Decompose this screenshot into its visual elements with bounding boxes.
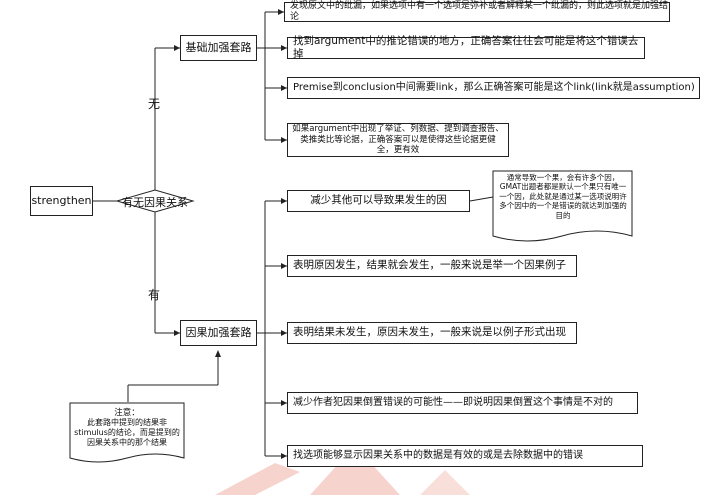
basic-item-3: Premise到conclusion中间需要link，那么正确答案可能是这个li… <box>287 77 700 99</box>
causal-item-3: 表明结果未发生，原因未发生，一般来说是以例子形式出现 <box>287 322 577 344</box>
causal-item-2: 表明原因发生，结果就会发生，一般来说是举一个因果例子 <box>287 255 577 277</box>
decision-label: 有无因果关系 <box>122 196 188 209</box>
edge-label-no: 无 <box>148 97 161 111</box>
causal-branch-title: 因果加强套路 <box>180 320 257 346</box>
basic-item-4: 如果argument中出现了举证、列数据、提到调查报告、类推类比等论据，正确答案… <box>287 123 509 157</box>
attention-note-title: 注意： <box>114 408 140 418</box>
basic-branch-title: 基础加强套路 <box>180 35 257 61</box>
basic-item-2: 找到argument中的推论错误的地方，正确答案往往会可能是将这个错误去掉 <box>287 35 645 60</box>
root-label: strengthen <box>31 194 92 208</box>
edge-label-yes: 有 <box>148 288 161 302</box>
causal-item-5: 找选项能够显示因果关系中的数据是有效的或是去除数据中的错误 <box>287 445 643 467</box>
causal-item-4: 减少作者犯因果倒置错误的可能性——即说明因果倒置这个事情是不对的 <box>287 392 638 414</box>
attention-note-body: 此套路中提到的结果非stimulus的结论，而是提到的因果关系中的那个结果 <box>74 418 180 447</box>
gmat-note: 通常导致一个果，会有许多个因，GMAT出题者都是默认一个果只有唯一一个因，此处就… <box>499 173 627 220</box>
basic-item-1: 发现原文中的纰漏，如果选项中有一个选项是弥补或者解释某一个纰漏的，则此选项就是加… <box>284 1 670 22</box>
root-node: strengthen <box>30 186 93 216</box>
causal-item-1: 减少其他可以导致果发生的因 <box>287 190 470 212</box>
